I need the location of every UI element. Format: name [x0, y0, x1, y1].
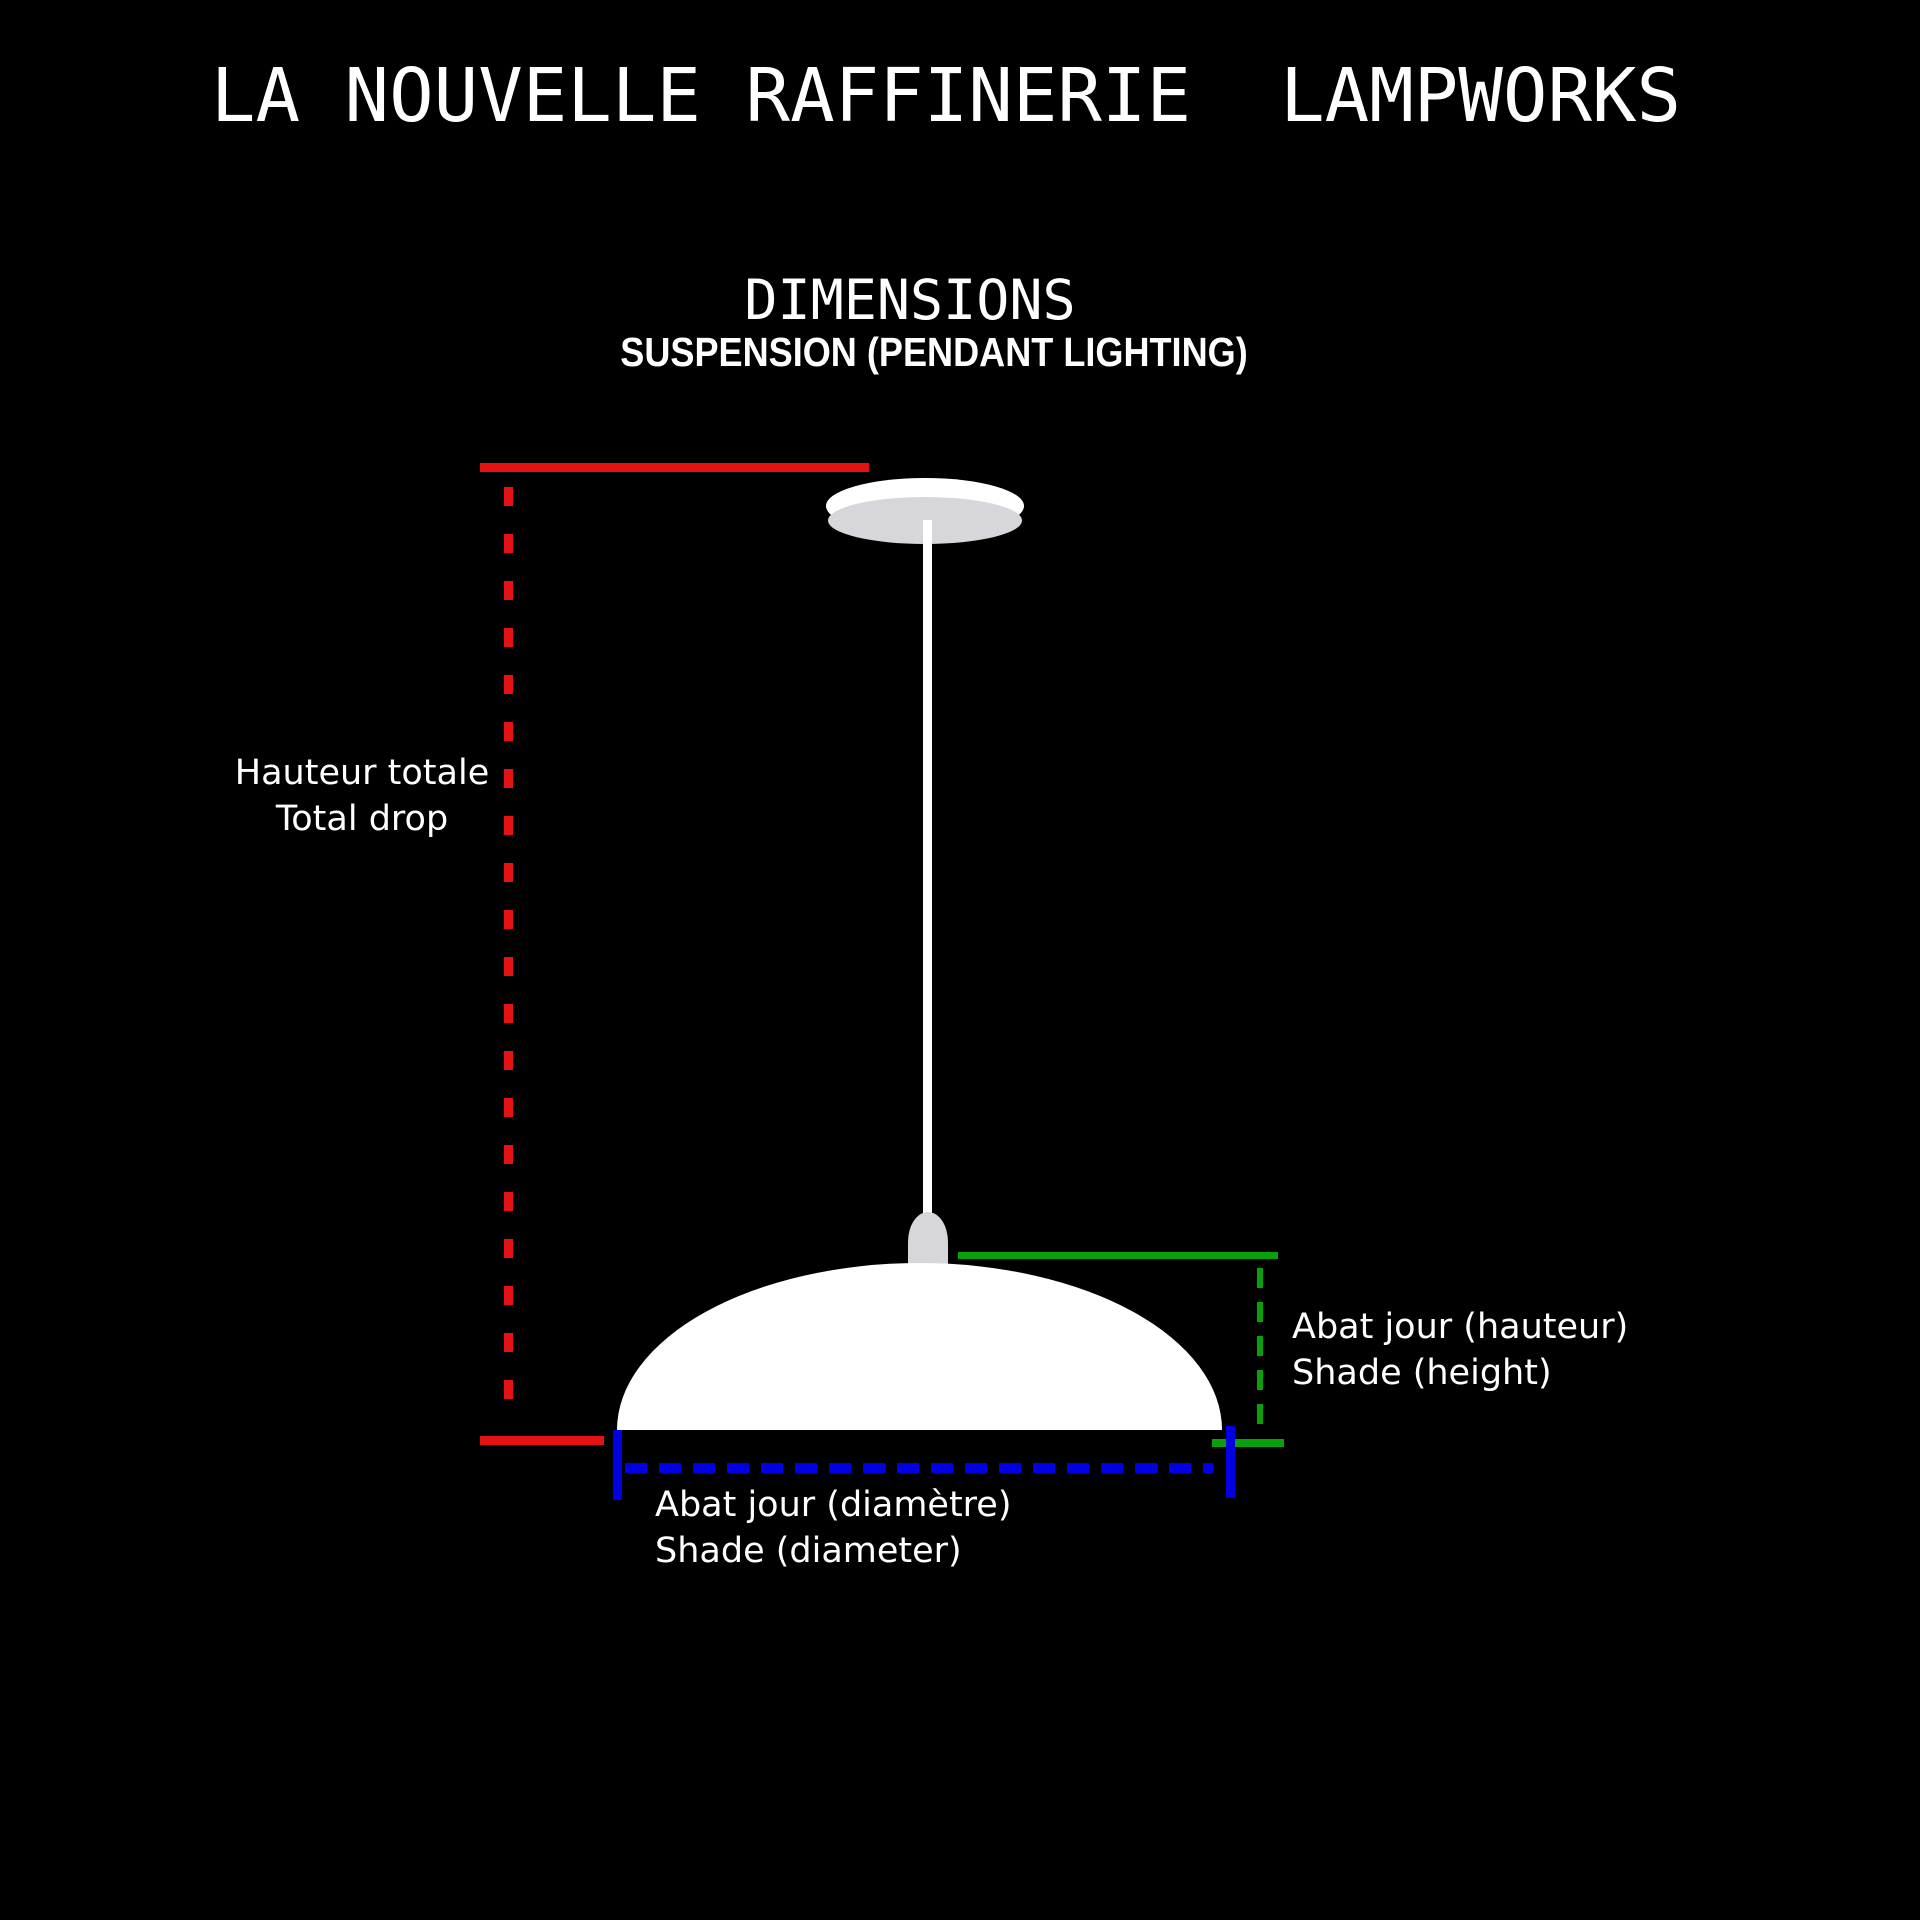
shade-height-label-en: Shade (height)	[1292, 1353, 1552, 1393]
shade-height-top-tick	[958, 1252, 1278, 1259]
diagram-subtitle: SUSPENSION (PENDANT LIGHTING)	[620, 329, 1248, 375]
shade-diameter-label-en: Shade (diameter)	[655, 1531, 962, 1571]
shade-height-label-fr: Abat jour (hauteur)	[1292, 1307, 1629, 1347]
shade-height-label: Abat jour (hauteur) Shade (height)	[1292, 1304, 1628, 1396]
shade-diameter-label-fr: Abat jour (diamètre)	[655, 1485, 1012, 1525]
shade-diameter-right-cap	[1226, 1426, 1235, 1498]
pendant-cord	[923, 520, 932, 1220]
total-drop-label-en: Total drop	[275, 799, 449, 839]
total-drop-top-tick	[480, 463, 869, 472]
shade-height-bottom-tick	[1212, 1439, 1284, 1447]
shade-diameter-left-cap	[613, 1430, 622, 1500]
shade-diameter-dimension-line	[625, 1463, 1213, 1473]
total-drop-bottom-tick	[480, 1436, 604, 1445]
diagram-title: DIMENSIONS	[744, 268, 1076, 332]
total-drop-label-fr: Hauteur totale	[234, 753, 490, 793]
shade-height-dimension-line	[1257, 1268, 1263, 1428]
lamp-socket	[908, 1212, 948, 1264]
shade-diameter-label: Abat jour (diamètre) Shade (diameter)	[655, 1482, 1012, 1574]
total-drop-dimension-line	[504, 487, 513, 1410]
page-title: LA NOUVELLE RAFFINERIE LAMPWORKS	[210, 53, 1682, 139]
lamp-shade	[617, 1263, 1222, 1430]
total-drop-label: Hauteur totale Total drop	[235, 750, 489, 842]
